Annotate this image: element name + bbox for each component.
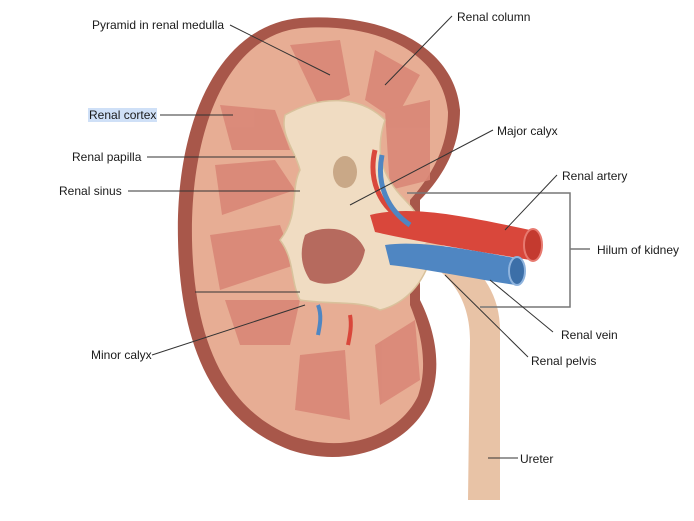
label-renal-cortex: Renal cortex xyxy=(88,108,158,122)
renal-vein-shape xyxy=(316,154,526,346)
label-renal-artery: Renal artery xyxy=(562,169,628,183)
label-pyramid: Pyramid in renal medulla xyxy=(92,18,225,32)
leader-lines xyxy=(128,15,558,459)
renal-pyramids xyxy=(210,40,430,420)
label-renal-column: Renal column xyxy=(457,10,531,24)
label-renal-sinus: Renal sinus xyxy=(59,184,122,198)
ureter-tube xyxy=(410,240,500,500)
label-minor-calyx: Minor calyx xyxy=(91,348,152,362)
pelvis-chamber xyxy=(301,228,365,284)
label-major-calyx: Major calyx xyxy=(497,124,558,138)
label-hilum: Hilum of kidney xyxy=(597,243,680,257)
label-renal-pelvis: Renal pelvis xyxy=(531,354,597,368)
hilum-bracket xyxy=(407,192,571,308)
label-ureter: Ureter xyxy=(520,452,554,466)
label-renal-vein: Renal vein xyxy=(561,328,618,342)
label-renal-papilla: Renal papilla xyxy=(72,150,142,164)
